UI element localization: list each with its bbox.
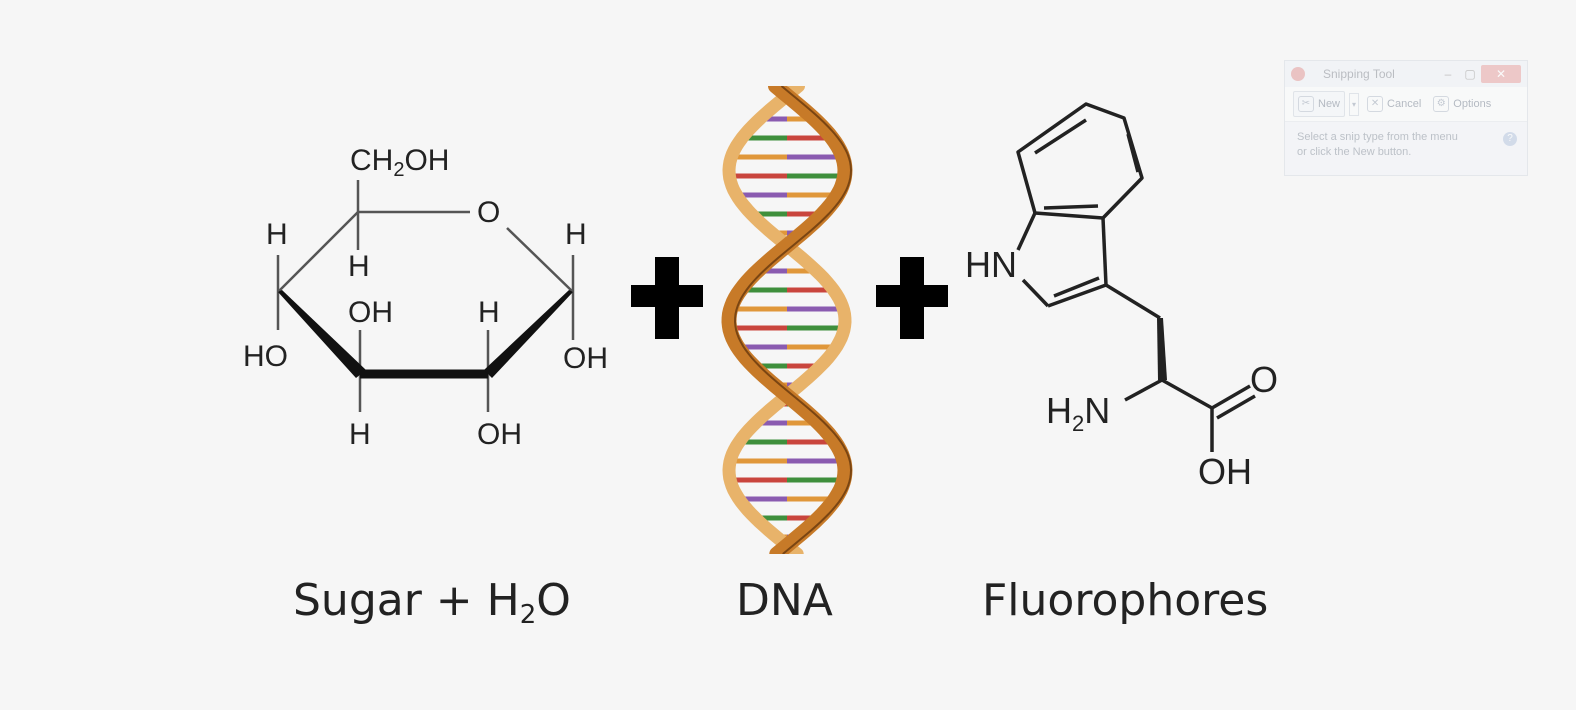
dna-base-pairs xyxy=(729,97,845,540)
tryptophan-bonds xyxy=(1016,102,1256,452)
atom-ring-o: O xyxy=(477,196,500,229)
atom-h-c3-bottom: H xyxy=(349,418,371,451)
atom-h-c1: H xyxy=(565,218,587,251)
snipping-tool-titlebar[interactable]: Snipping Tool – ▢ ✕ xyxy=(1285,61,1527,87)
dna-strand-back xyxy=(722,86,852,554)
atom-hn: HN xyxy=(965,244,1017,285)
atom-acid-oh: OH xyxy=(1198,451,1252,490)
caption-sugar: Sugar + H2O xyxy=(293,575,571,630)
caption-dna: DNA xyxy=(736,575,833,626)
glucose-wedge-left xyxy=(278,290,366,378)
new-dropdown-icon[interactable]: ▾ xyxy=(1349,92,1360,116)
caption-fluorophores: Fluorophores xyxy=(982,575,1269,626)
scissors-icon: ✂ xyxy=(1298,96,1314,112)
atom-carbonyl-o: O xyxy=(1250,359,1278,400)
atom-h-c4: H xyxy=(348,250,370,283)
atom-oh-c2-bottom: OH xyxy=(477,418,522,451)
snipping-tool-app-icon xyxy=(1291,67,1305,81)
new-button-label: New xyxy=(1318,98,1341,110)
cancel-x-icon: ✕ xyxy=(1367,96,1384,112)
snipping-tool-toolbar: ✂ New ▾ ✕ Cancel ⚙ Options xyxy=(1285,87,1527,122)
message-line-1: Select a snip type from the menu xyxy=(1297,131,1458,143)
tryptophan-structure: HN H2N O OH xyxy=(965,102,1278,490)
atom-h-c5: H xyxy=(266,218,288,251)
atom-ch2oh: CH2OH xyxy=(350,144,449,181)
snipping-tool-message: Select a snip type from the menu or clic… xyxy=(1285,122,1527,168)
cancel-button[interactable]: ✕ Cancel xyxy=(1363,92,1425,116)
plus-sign-2: + xyxy=(872,253,948,339)
dna-strand-edge xyxy=(733,86,853,554)
maximize-icon[interactable]: ▢ xyxy=(1464,67,1476,81)
options-gear-icon: ⚙ xyxy=(1433,96,1450,112)
cancel-button-label: Cancel xyxy=(1387,98,1422,110)
close-icon[interactable]: ✕ xyxy=(1481,65,1521,83)
options-button-label: Options xyxy=(1453,98,1492,110)
dna-double-helix xyxy=(721,86,853,554)
new-button[interactable]: ✂ New xyxy=(1293,91,1346,117)
glucose-wedge-right xyxy=(484,290,573,378)
svg-text:+: + xyxy=(627,253,628,254)
atom-h2n: H2N xyxy=(1046,390,1110,436)
atom-oh-c3: OH xyxy=(348,296,393,329)
minimize-icon[interactable]: – xyxy=(1444,67,1452,81)
message-line-2: or click the New button. xyxy=(1297,146,1412,158)
snipping-tool-window[interactable]: Snipping Tool – ▢ ✕ ✂ New ▾ ✕ Cancel ⚙ O… xyxy=(1284,60,1528,176)
atom-h-c2: H xyxy=(478,296,500,329)
svg-text:+: + xyxy=(872,253,873,254)
atom-ho-c4: HO xyxy=(243,340,288,373)
options-button[interactable]: ⚙ Options xyxy=(1429,92,1495,116)
window-title: Snipping Tool xyxy=(1323,67,1395,81)
tryptophan-wedge xyxy=(1157,318,1167,380)
glucose-structure: CH2OH O H H H OH H HO OH H OH xyxy=(243,144,608,451)
plus-sign: + xyxy=(627,253,703,339)
help-icon[interactable]: ? xyxy=(1503,132,1517,146)
atom-oh-c1: OH xyxy=(563,342,608,375)
dna-strand-front xyxy=(721,86,853,554)
